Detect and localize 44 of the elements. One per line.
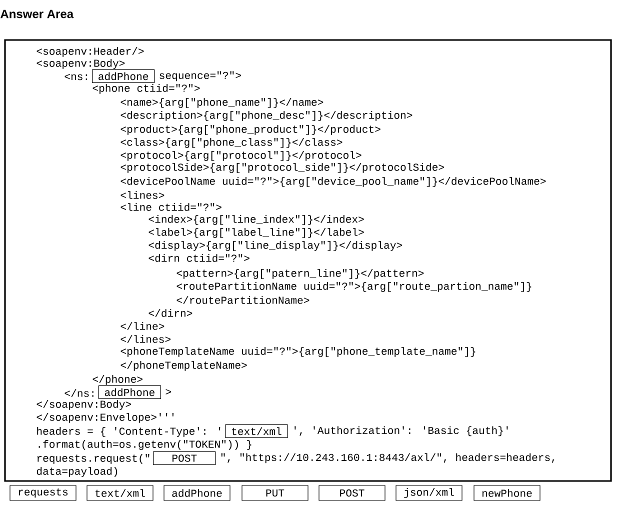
code-text: </phoneTemplateName>: [120, 361, 247, 371]
code-text: <dirn ctiid="?">: [148, 254, 250, 262]
answer-option: json/xml: [396, 485, 462, 501]
answer-slot: text/xml: [225, 424, 288, 438]
code-text: <routePartitionName uuid="?">{arg["route_partion_name"]}: [176, 282, 532, 292]
answer-slot: addPhone: [98, 385, 162, 399]
code-text: <product>{arg["phone_product"]}</product>: [120, 125, 380, 135]
code-text: <lines>: [120, 191, 164, 199]
answer-slot: POST: [153, 451, 216, 465]
code-text: <label>{arg["label_line"]}</label>: [148, 228, 364, 238]
code-text: </soapenv:Envelope>''': [36, 413, 174, 423]
code-text: </soapenv:Body>: [36, 400, 131, 410]
code-text: </dirn>: [148, 309, 192, 317]
answer-option: newPhone: [474, 485, 540, 501]
title: Answer Area: [0, 10, 74, 18]
code-text: ', 'Authorization': 'Basic {auth}': [294, 426, 508, 436]
code-text: </line>: [120, 322, 164, 330]
code-text: headers = { 'Content-Type': ': [37, 427, 220, 437]
code-text: <index>{arg["line_index"]}</index>: [148, 215, 364, 225]
code-text: <line ctiid="?">: [120, 203, 222, 211]
code-text: <pattern>{arg["patern_line"]}</pattern>: [176, 269, 424, 279]
code-text: <display>{arg["line_display"]}</display>: [148, 241, 402, 251]
code-text: <soapenv:Body>: [36, 59, 125, 69]
code-text: <devicePoolName uuid="?">{arg["device_pool_name"]}</devicePoolName>: [120, 177, 546, 187]
code-text: <protocolSide>{arg["protocol_side"]}</protocolSide>: [120, 163, 444, 173]
code-text: <soapenv:Header/>: [36, 47, 144, 57]
answer-slot: addPhone: [92, 69, 155, 83]
answer-option: addPhone: [164, 485, 230, 501]
code-text: requests.request(": [37, 454, 150, 464]
code-text: </routePartitionName>: [176, 296, 310, 304]
code-text: ", "https://10.243.160.1:8443/axl/", headers=headers,: [221, 453, 554, 464]
code-text: <description>{arg["phone_desc"]}</description>: [120, 111, 412, 121]
answer-option: requests: [10, 485, 76, 501]
code-text: data=payload): [36, 467, 118, 477]
code-text: <protocol>{arg["protocol"]}</protocol>: [120, 151, 362, 161]
answer-option: POST: [318, 485, 386, 501]
code-text: <class>{arg["phone_class"]}</class>: [120, 138, 342, 148]
answer-option: text/xml: [86, 485, 154, 501]
code-text: .format(auth=os.getenv("TOKEN")) }: [38, 440, 252, 450]
code-frame: [4, 39, 612, 482]
code-text: <phoneTemplateName uuid="?">{arg["phone_template_name"]}: [120, 347, 476, 357]
code-text: <name>{arg["phone_name"]}</name>: [120, 98, 324, 108]
code-text: </lines>: [120, 335, 170, 343]
answer-option: PUT: [242, 485, 308, 501]
